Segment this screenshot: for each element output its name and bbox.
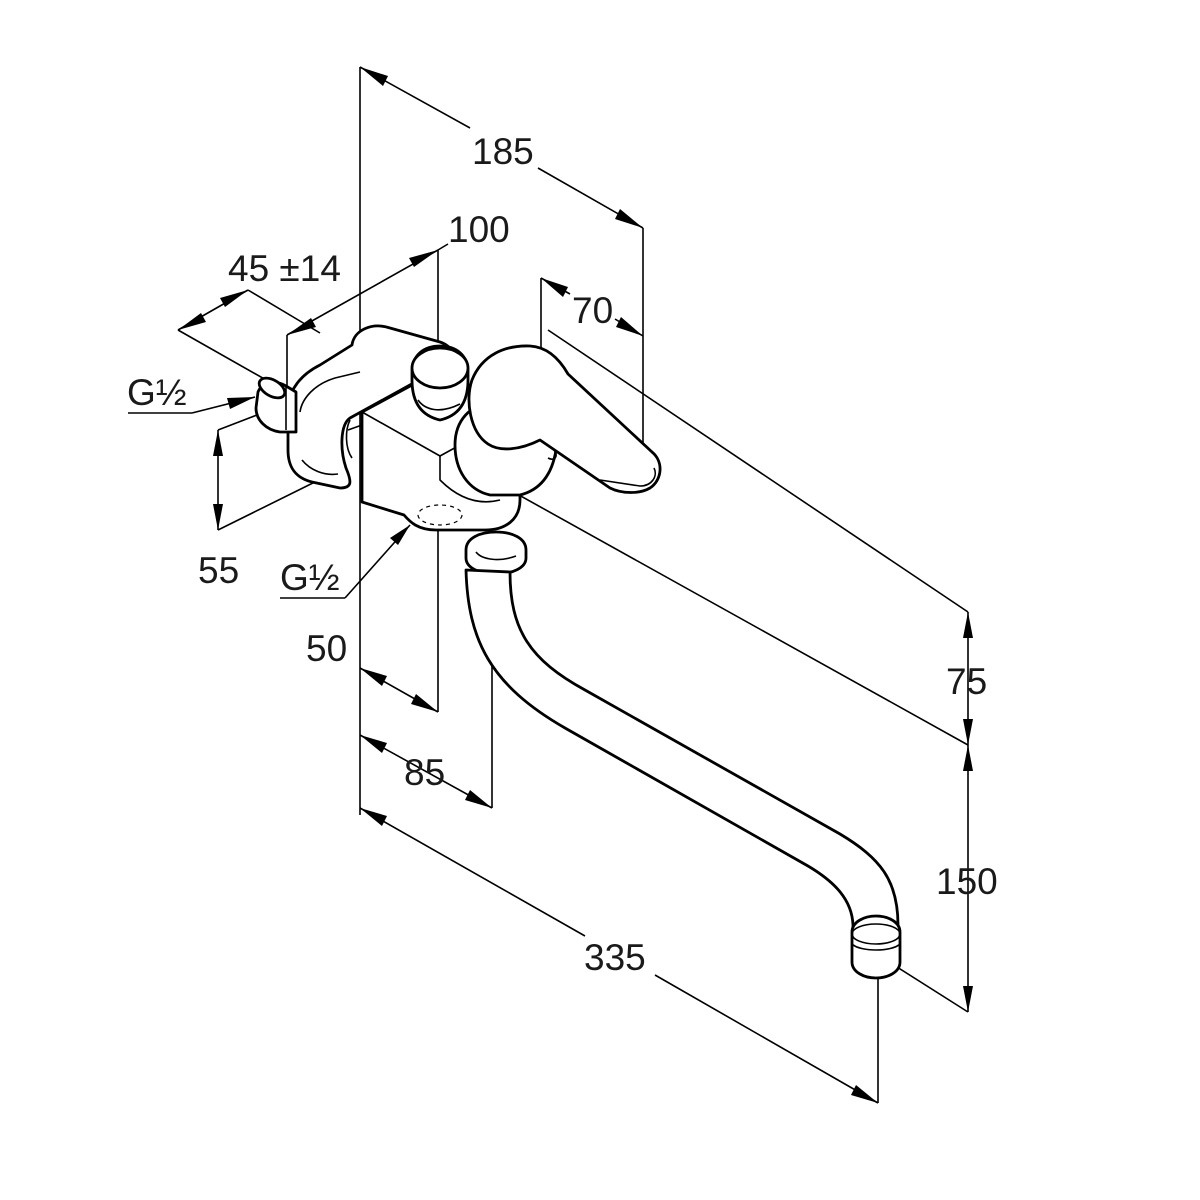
faucet-illustration bbox=[254, 324, 902, 980]
dim-spout-height: 150 bbox=[936, 861, 998, 902]
dim-centre-distance: 100 bbox=[448, 209, 510, 250]
dim-spout-top: 75 bbox=[946, 661, 987, 702]
spout-tube bbox=[464, 568, 900, 932]
lever-handle[interactable] bbox=[467, 344, 662, 494]
bottom-inlet-outline bbox=[417, 504, 463, 526]
arrowheads bbox=[178, 67, 973, 1103]
dim-inlet-thread-left: G½ bbox=[127, 372, 187, 413]
dim-inlet-offset: 50 bbox=[306, 628, 347, 669]
aerator bbox=[850, 914, 902, 980]
dim-inlet-thread-bottom: G½ bbox=[280, 557, 340, 598]
dim-handle: 70 bbox=[572, 290, 613, 331]
dim-overall-height: 185 bbox=[472, 131, 534, 172]
dim-inlet-height: 55 bbox=[198, 550, 239, 591]
dimension-labels: 185 100 45 ±14 70 G½ 55 G½ 50 75 85 150 … bbox=[127, 131, 998, 978]
dim-spout-reach: 335 bbox=[584, 937, 646, 978]
dim-spout-offset: 85 bbox=[404, 752, 445, 793]
spout-nut bbox=[464, 530, 528, 576]
dimension-lines bbox=[128, 66, 969, 1104]
dim-eccentric: 45 ±14 bbox=[228, 248, 341, 289]
